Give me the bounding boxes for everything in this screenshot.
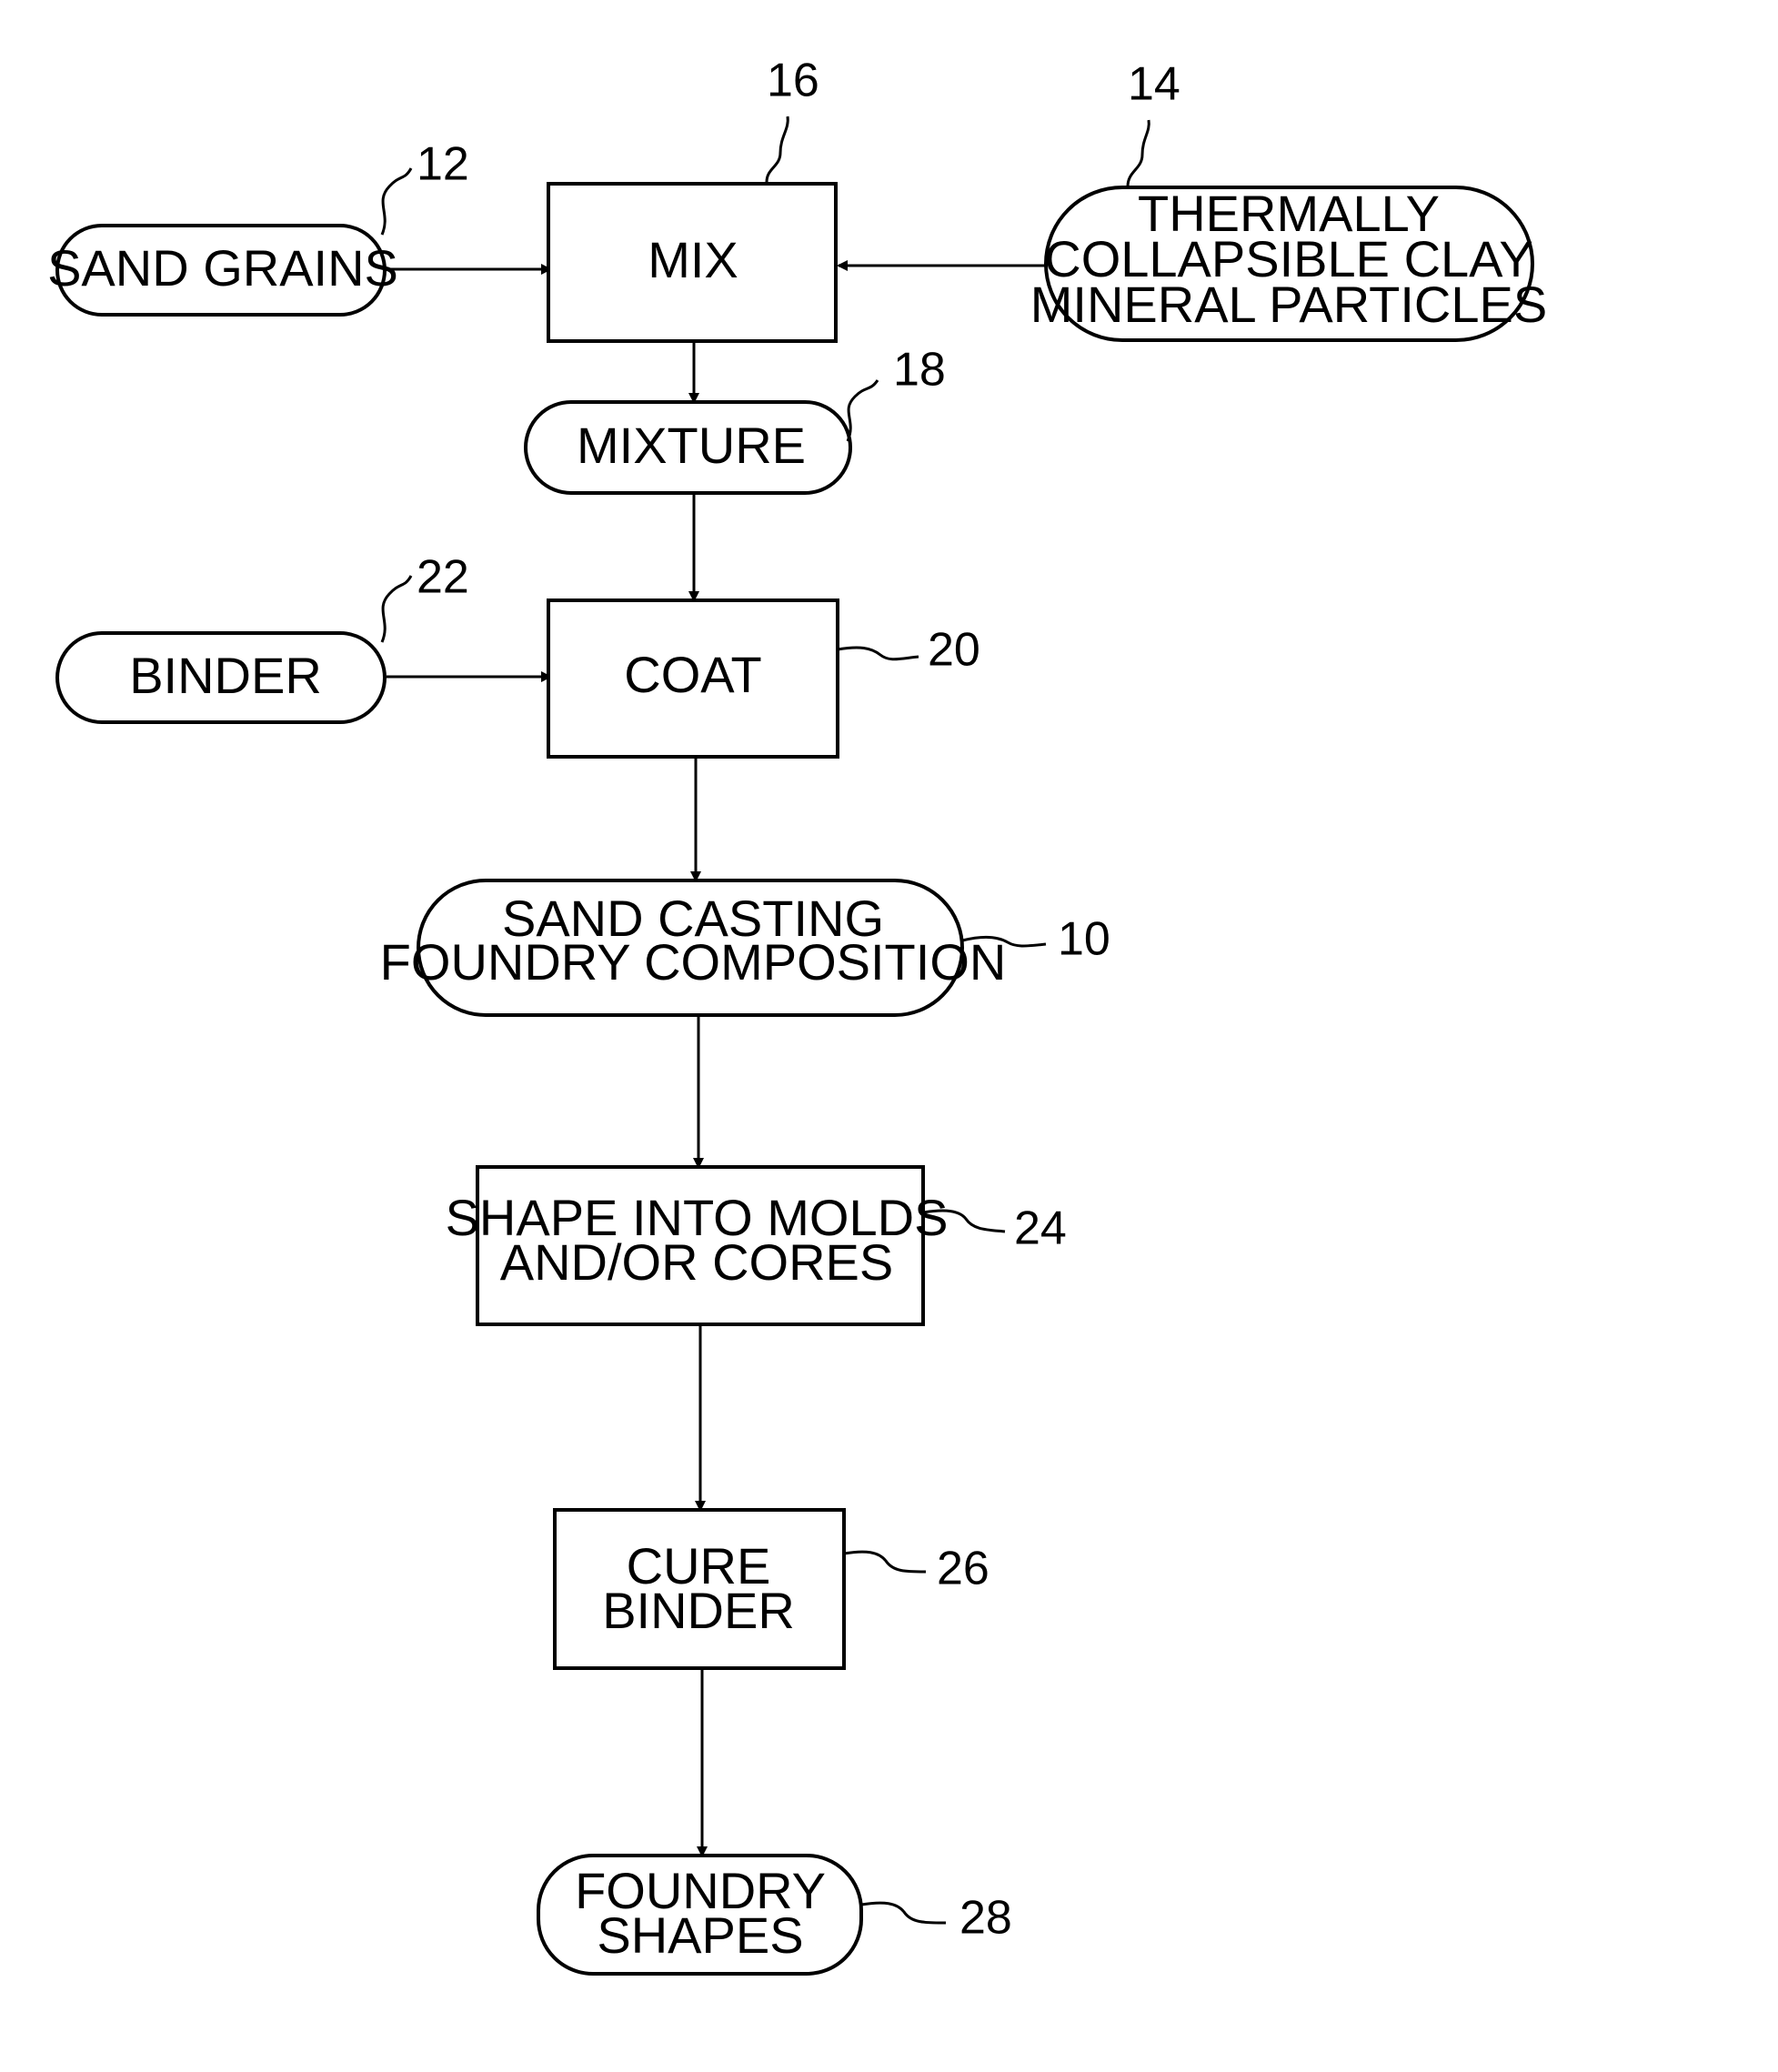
node-shape-molds: SHAPE INTO MOLDS AND/OR CORES (446, 1167, 949, 1324)
foundry-shapes-label-line-2: SHAPES (597, 1906, 803, 1964)
node-clay-particles: THERMALLY COLLAPSIBLE CLAY MINERAL PARTI… (1030, 185, 1547, 340)
ref-28: 28 (959, 1892, 1012, 1945)
mix-label: MIX (648, 231, 738, 288)
ref-12: 12 (417, 138, 469, 191)
cure-label-line-2: BINDER (602, 1582, 795, 1639)
leader-16 (767, 116, 788, 182)
ref-10: 10 (1058, 913, 1110, 966)
ref-26: 26 (937, 1543, 989, 1595)
binder-label: BINDER (129, 647, 322, 704)
node-foundry-composition: SAND CASTING FOUNDRY COMPOSITION (380, 880, 1007, 1015)
mixture-label: MIXTURE (577, 417, 806, 474)
leader-26 (844, 1552, 926, 1572)
ref-18: 18 (893, 344, 946, 397)
ref-22: 22 (417, 551, 469, 604)
node-binder: BINDER (57, 633, 385, 722)
leader-12 (382, 168, 411, 235)
coat-label: COAT (624, 646, 761, 703)
node-coat: COAT (548, 600, 838, 757)
node-mix: MIX (548, 184, 836, 341)
ref-14: 14 (1128, 58, 1180, 111)
leader-20 (838, 648, 919, 659)
node-mixture: MIXTURE (526, 402, 850, 493)
shape-label-line-2: AND/OR CORES (500, 1233, 894, 1291)
composition-label-line-2: FOUNDRY COMPOSITION (380, 933, 1007, 991)
ref-20: 20 (928, 624, 980, 677)
leader-18 (848, 380, 878, 441)
ref-16: 16 (767, 55, 819, 107)
node-cure-binder: CURE BINDER (555, 1510, 844, 1668)
ref-24: 24 (1014, 1202, 1067, 1255)
leader-28 (861, 1903, 946, 1923)
leader-22 (382, 576, 411, 642)
node-sand-grains: SAND GRAINS (47, 226, 398, 315)
leader-14 (1128, 120, 1149, 186)
clay-label-line-3: MINERAL PARTICLES (1030, 276, 1547, 333)
node-foundry-shapes: FOUNDRY SHAPES (538, 1856, 861, 1974)
sand-grains-label: SAND GRAINS (47, 239, 398, 297)
